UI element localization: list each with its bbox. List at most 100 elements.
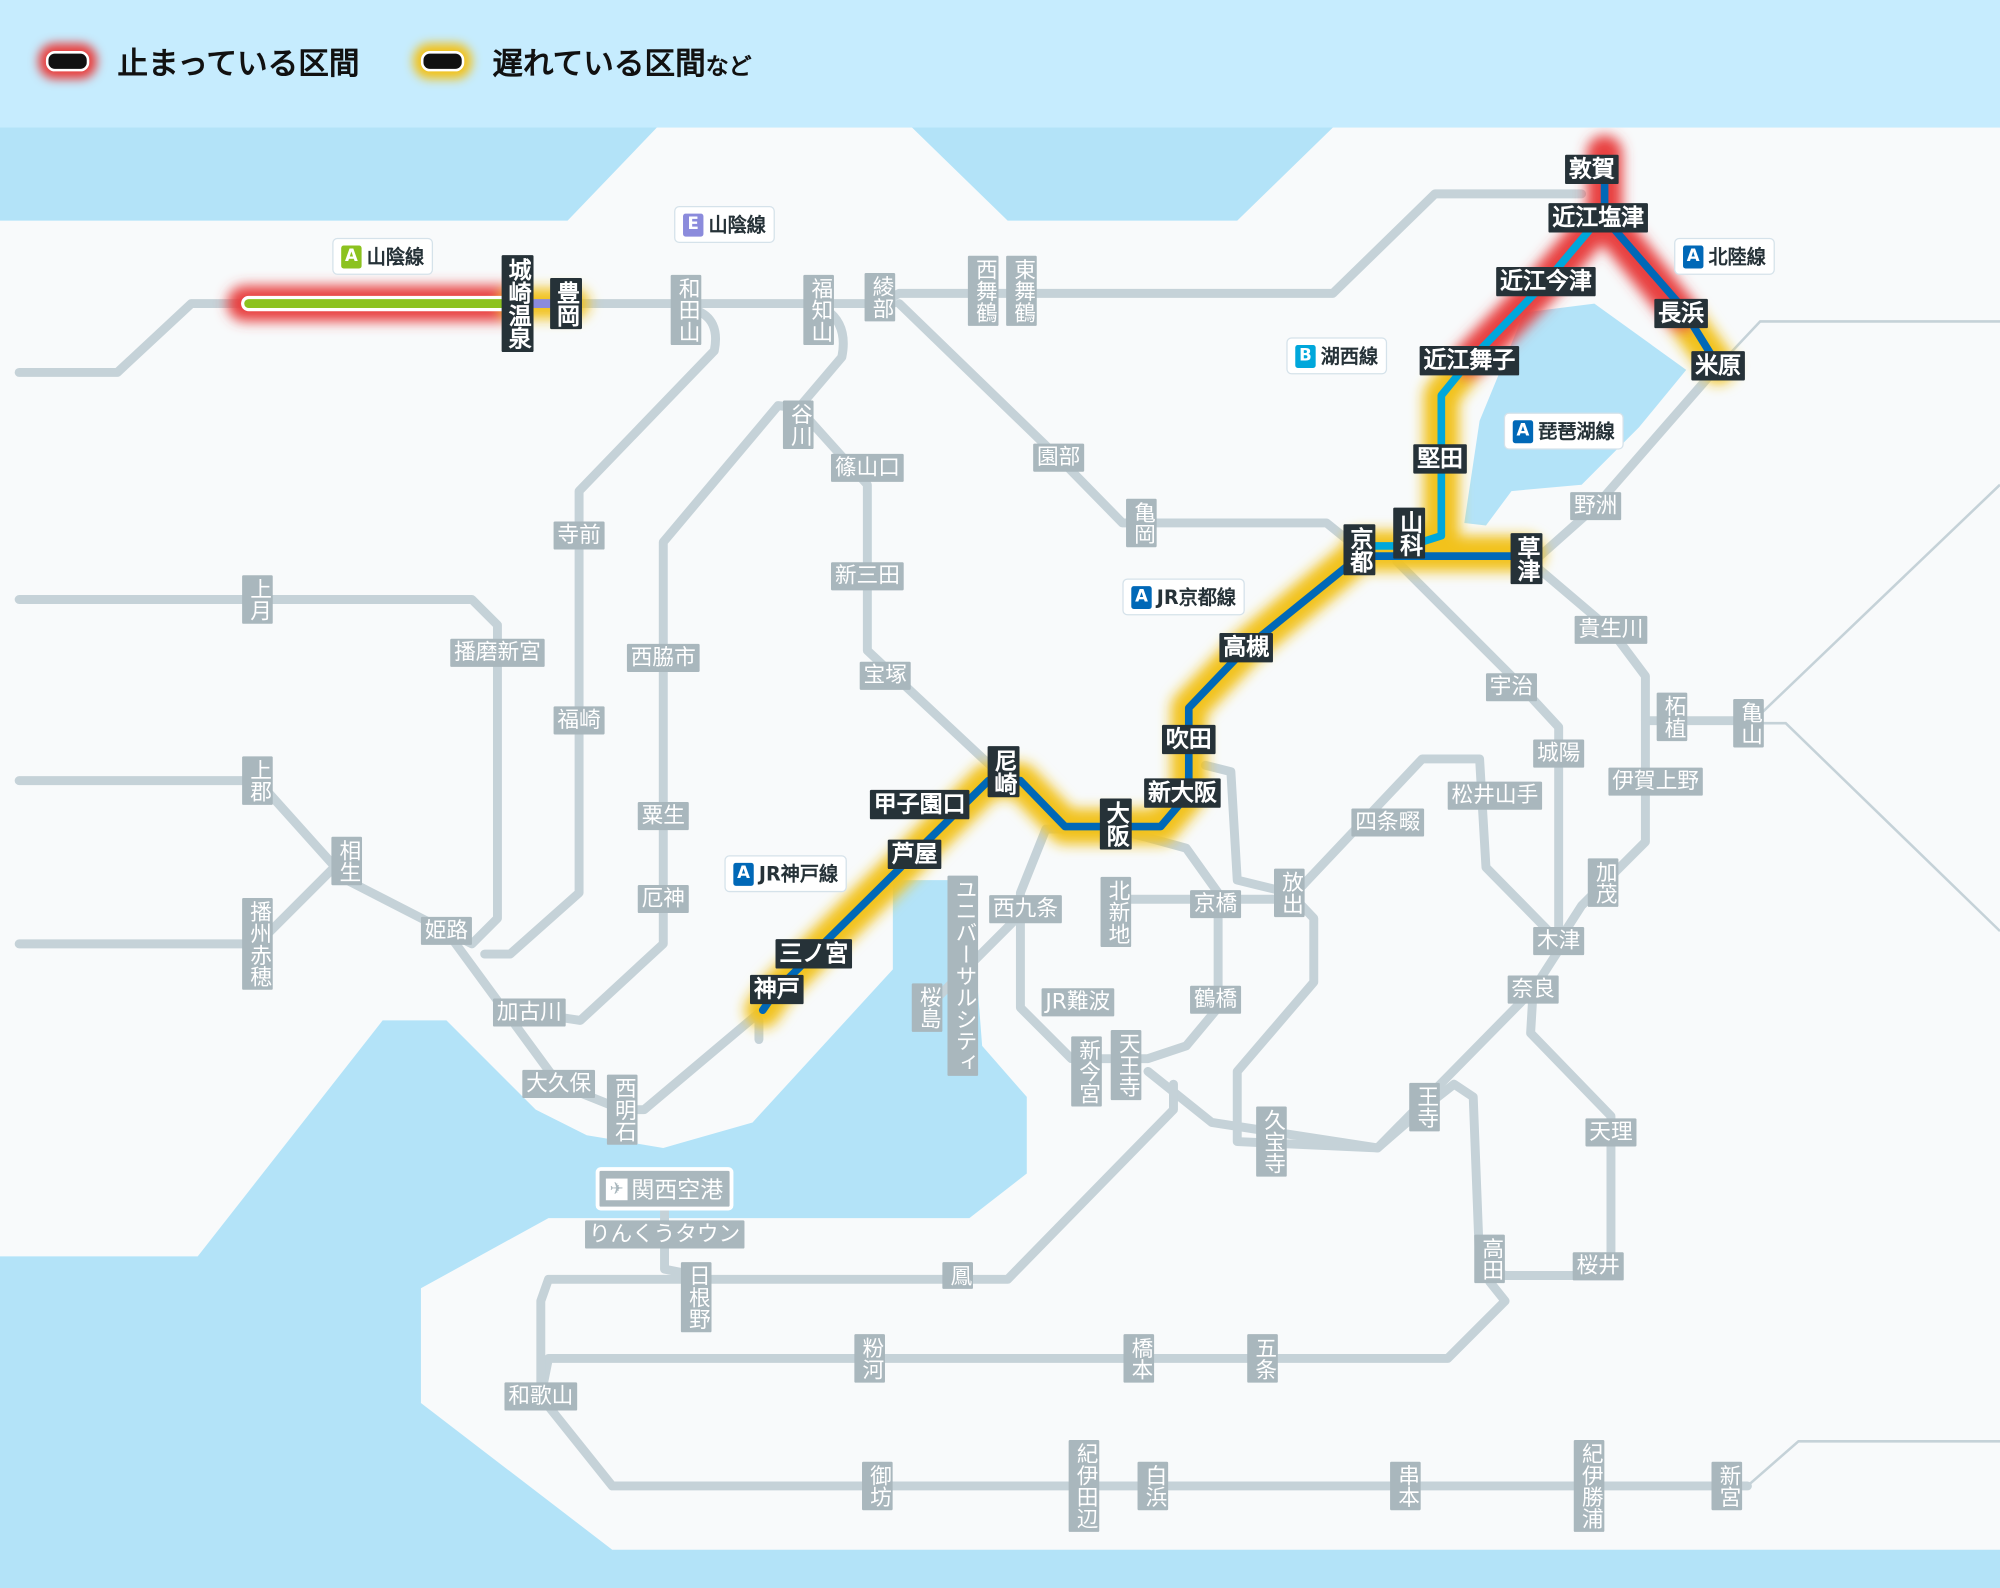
station-kyoto[interactable]: 京都 bbox=[1343, 524, 1376, 576]
station-jrnamba[interactable]: JR難波 bbox=[1041, 988, 1115, 1017]
line-name: JR京都線 bbox=[1156, 586, 1237, 610]
station-nara[interactable]: 奈良 bbox=[1507, 975, 1559, 1005]
station-kansai-airport[interactable]: ✈関西空港 bbox=[595, 1167, 734, 1211]
station-kitashinchi[interactable]: 北新地 bbox=[1100, 876, 1132, 948]
line-letter-icon: B bbox=[1295, 344, 1316, 368]
station-uji[interactable]: 宇治 bbox=[1485, 673, 1537, 702]
station-kinosaki[interactable]: 城崎温泉 bbox=[501, 255, 535, 353]
station-sonobe[interactable]: 園部 bbox=[1033, 443, 1085, 473]
station-wadayama[interactable]: 和田山 bbox=[670, 274, 702, 346]
station-katsuura[interactable]: 紀伊勝浦 bbox=[1573, 1440, 1605, 1532]
station-kozuki[interactable]: 上月 bbox=[242, 575, 274, 624]
station-otori[interactable]: 鳳 bbox=[942, 1262, 974, 1289]
station-kobe[interactable]: 神戸 bbox=[749, 974, 804, 1005]
station-nagahama[interactable]: 長浜 bbox=[1654, 298, 1708, 329]
line-letter-icon: A bbox=[1683, 244, 1704, 268]
line-name: 琵琶湖線 bbox=[1538, 420, 1615, 444]
station-teramae[interactable]: 寺前 bbox=[553, 521, 605, 550]
station-tsuruga[interactable]: 敦賀 bbox=[1565, 154, 1619, 185]
station-kyuhoji[interactable]: 久宝寺 bbox=[1256, 1106, 1288, 1177]
station-shinimamiya[interactable]: 新今宮 bbox=[1071, 1036, 1103, 1107]
station-sakurai[interactable]: 桜井 bbox=[1572, 1252, 1624, 1281]
station-matsuiyamate[interactable]: 松井山手 bbox=[1447, 781, 1543, 811]
station-hineno[interactable]: 日根野 bbox=[680, 1262, 712, 1333]
station-kokawa[interactable]: 粉河 bbox=[854, 1334, 886, 1383]
station-tanikawa[interactable]: 谷川 bbox=[782, 400, 815, 449]
station-gojo[interactable]: 五条 bbox=[1247, 1334, 1279, 1383]
station-sasayamaguchi[interactable]: 篠山口 bbox=[830, 453, 904, 483]
station-fukusaki[interactable]: 福崎 bbox=[553, 706, 605, 735]
station-gobo[interactable]: 御坊 bbox=[862, 1461, 894, 1511]
station-hashimoto[interactable]: 橋本 bbox=[1123, 1334, 1155, 1383]
station-shingu[interactable]: 新宮 bbox=[1711, 1461, 1743, 1511]
station-tennoji[interactable]: 天王寺 bbox=[1110, 1029, 1142, 1101]
station-toyooka[interactable]: 豊岡 bbox=[550, 278, 583, 330]
station-suita[interactable]: 吹田 bbox=[1161, 724, 1216, 755]
station-kizu[interactable]: 木津 bbox=[1533, 927, 1585, 956]
station-kibukawa[interactable]: 貴生川 bbox=[1574, 615, 1648, 645]
station-yamashina[interactable]: 山科 bbox=[1393, 507, 1426, 559]
station-yakujin[interactable]: 厄神 bbox=[637, 884, 689, 914]
station-maiko[interactable]: 近江舞子 bbox=[1419, 346, 1520, 376]
station-ako[interactable]: 播州赤穂 bbox=[242, 897, 274, 990]
station-hanaten[interactable]: 放出 bbox=[1274, 868, 1306, 918]
station-shirahama[interactable]: 白浜 bbox=[1137, 1461, 1169, 1511]
station-sakurajima[interactable]: 桜島 bbox=[911, 983, 943, 1032]
station-kamigori[interactable]: 上郡 bbox=[242, 756, 274, 805]
station-kameyama[interactable]: 亀山 bbox=[1733, 698, 1765, 748]
station-tsuruhashi[interactable]: 鶴橋 bbox=[1190, 985, 1242, 1015]
station-nishikujo[interactable]: 西九条 bbox=[989, 895, 1062, 924]
station-koshienguchi[interactable]: 甲子園口 bbox=[869, 789, 970, 820]
station-ao[interactable]: 粟生 bbox=[637, 802, 689, 831]
station-nishimaizuru[interactable]: 西舞鶴 bbox=[967, 255, 999, 326]
station-nishiwaki[interactable]: 西脇市 bbox=[626, 643, 700, 673]
delayed-swatch-icon bbox=[420, 50, 465, 71]
station-kushimoto[interactable]: 串本 bbox=[1390, 1461, 1422, 1511]
station-ashiya[interactable]: 芦屋 bbox=[887, 839, 942, 870]
station-rinku[interactable]: りんくうタウン bbox=[585, 1220, 745, 1249]
station-shijonawate[interactable]: 四条畷 bbox=[1351, 808, 1425, 837]
station-takatsuki[interactable]: 高槻 bbox=[1219, 633, 1273, 663]
station-harimashingu[interactable]: 播磨新宮 bbox=[450, 638, 545, 668]
station-okubo[interactable]: 大久保 bbox=[522, 1069, 596, 1099]
station-himeji[interactable]: 姫路 bbox=[420, 916, 472, 946]
station-kameoka[interactable]: 亀岡 bbox=[1126, 498, 1158, 548]
station-shinosaka[interactable]: 新大阪 bbox=[1144, 778, 1221, 809]
station-takada[interactable]: 高田 bbox=[1474, 1234, 1506, 1284]
station-katata[interactable]: 堅田 bbox=[1413, 444, 1467, 475]
station-sannomiya[interactable]: 三ノ宮 bbox=[775, 939, 853, 970]
station-oji[interactable]: 王寺 bbox=[1409, 1082, 1441, 1132]
station-wakayama[interactable]: 和歌山 bbox=[504, 1382, 578, 1411]
station-usj[interactable]: ユニバーサルシティ bbox=[947, 875, 979, 1076]
station-takarazuka[interactable]: 宝塚 bbox=[859, 661, 911, 691]
station-shinsanda[interactable]: 新三田 bbox=[830, 562, 904, 591]
station-ayabe[interactable]: 綾部 bbox=[864, 272, 896, 322]
station-aioi[interactable]: 相生 bbox=[331, 836, 363, 886]
station-kusatsu[interactable]: 草津 bbox=[1510, 533, 1544, 585]
station-igaueno[interactable]: 伊賀上野 bbox=[1608, 767, 1703, 797]
station-nishiakashi[interactable]: 西明石 bbox=[606, 1074, 638, 1145]
station-kamo[interactable]: 加茂 bbox=[1587, 858, 1619, 907]
station-joyo[interactable]: 城陽 bbox=[1533, 739, 1585, 769]
station-amagasaki[interactable]: 尼崎 bbox=[987, 746, 1021, 798]
station-osaka[interactable]: 大阪 bbox=[1099, 798, 1133, 850]
station-fukuchiyama[interactable]: 福知山 bbox=[803, 274, 835, 346]
station-imazu[interactable]: 近江今津 bbox=[1496, 266, 1596, 297]
station-tanabe[interactable]: 紀伊田辺 bbox=[1068, 1440, 1100, 1532]
station-higashimaizuru[interactable]: 東舞鶴 bbox=[1006, 255, 1038, 326]
station-tenri[interactable]: 天理 bbox=[1585, 1118, 1637, 1147]
station-maibara[interactable]: 米原 bbox=[1691, 351, 1745, 382]
station-yasu[interactable]: 野洲 bbox=[1570, 492, 1622, 521]
station-shiotsu[interactable]: 近江塩津 bbox=[1548, 203, 1648, 234]
station-tsuge[interactable]: 柘植 bbox=[1656, 692, 1688, 742]
station-kakogawa[interactable]: 加古川 bbox=[492, 998, 566, 1028]
station-kyobashi[interactable]: 京橋 bbox=[1190, 890, 1242, 919]
